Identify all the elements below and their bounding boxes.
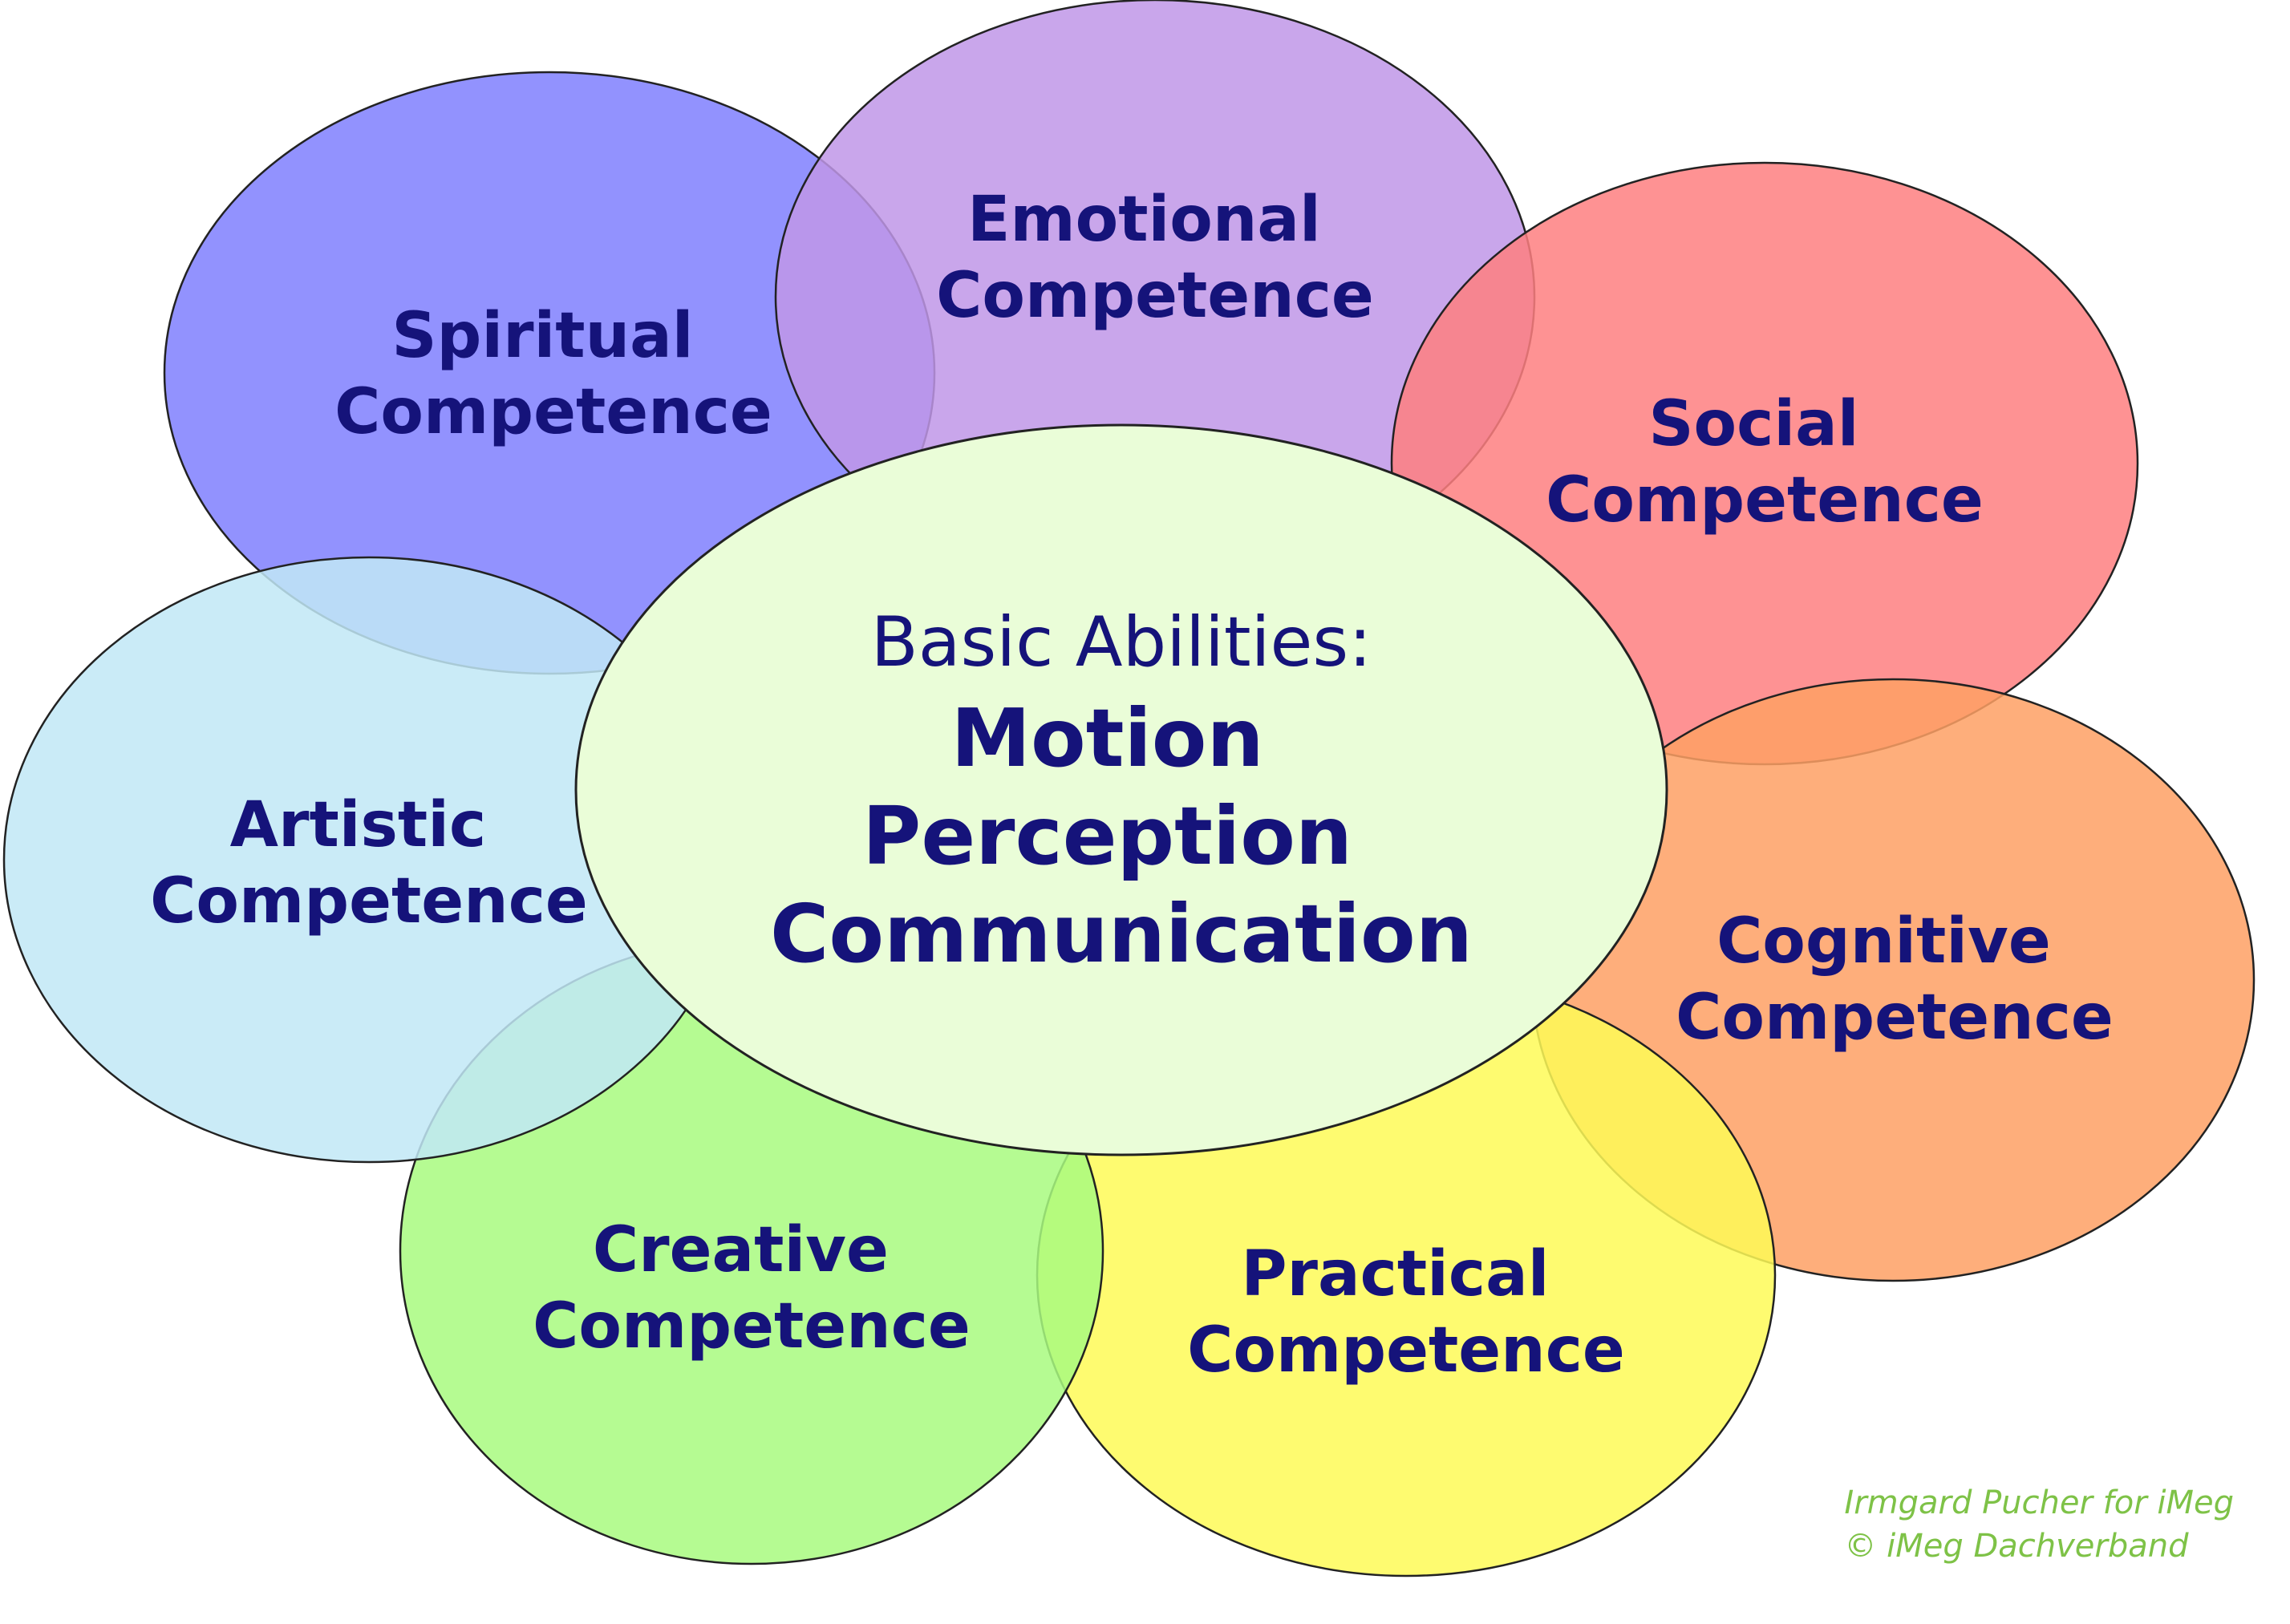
center-ellipse-group: Basic Abilities: Motion Perception Commu… (574, 423, 1668, 1156)
center-line-motion: Motion (950, 691, 1263, 785)
credit-author: Irmgard Pucher for iMeg (1844, 1484, 2234, 1521)
center-ellipse (574, 423, 1668, 1156)
center-line-perception: Perception (862, 789, 1352, 883)
petal-artistic: Artistic Competence (2, 556, 736, 1164)
center-line-communication: Communication (770, 887, 1473, 981)
petal-cognitive-label: Cognitive Competence (1676, 905, 2114, 1054)
petal-artistic-label: Artistic Competence (150, 789, 588, 938)
petal-spiritual-label: Spiritual Competence (334, 300, 772, 448)
center-intro-label: Basic Abilities: (871, 602, 1372, 682)
petal-spiritual: Spiritual Competence (163, 71, 936, 675)
petal-social-label: Social Competence (1546, 388, 1984, 537)
credit-copyright: © iMeg Dachverband (1844, 1528, 2189, 1565)
center-main-label: Motion Perception Communication (770, 691, 1473, 981)
petal-emotional-label: Emotional Competence (936, 184, 1374, 332)
credit-note: Irmgard Pucher for iMeg © iMeg Dachverba… (1844, 1481, 2234, 1568)
petal-practical-label: Practical Competence (1187, 1238, 1625, 1387)
petal-creative-label: Creative Competence (533, 1214, 971, 1363)
